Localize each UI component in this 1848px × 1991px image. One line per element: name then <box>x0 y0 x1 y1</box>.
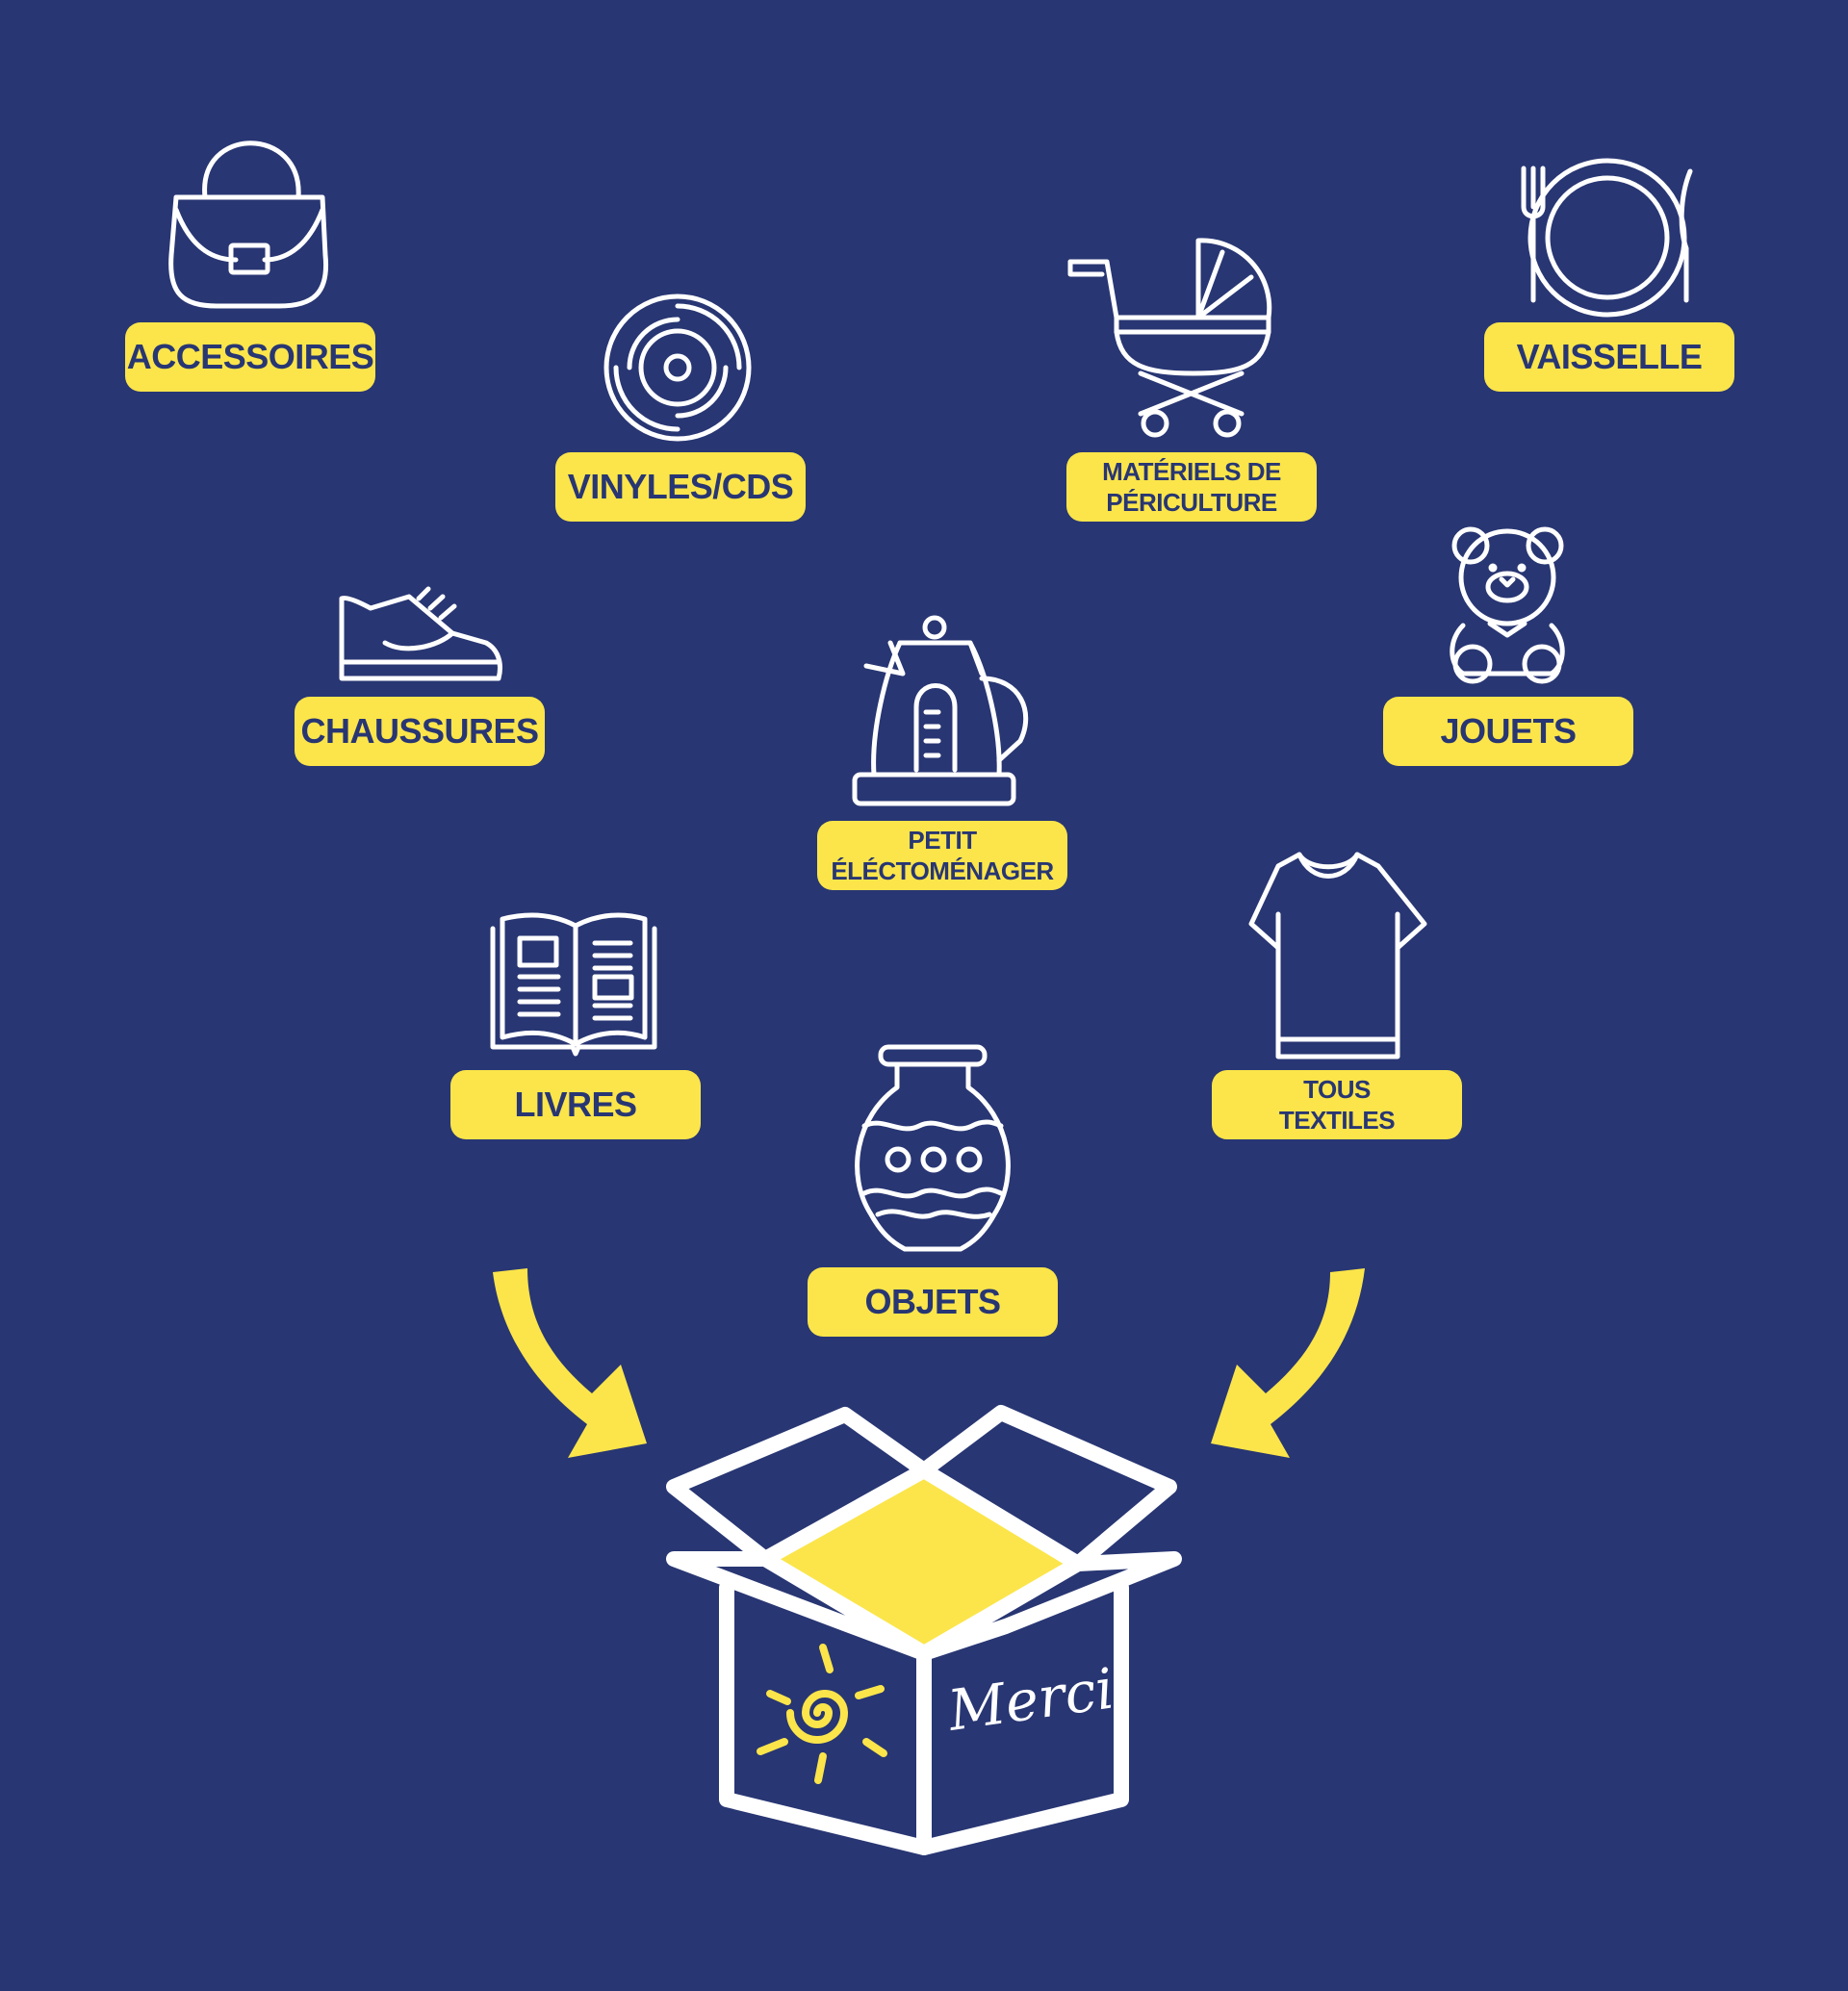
arrow-right-icon <box>1211 1268 1365 1458</box>
arrow-left-icon <box>493 1268 647 1458</box>
vase-icon <box>855 1044 1011 1252</box>
label-objets: OBJETS <box>808 1267 1058 1337</box>
label-electromenager: PETIT ÉLÉCTOMÉNAGER <box>817 821 1067 890</box>
open-box-icon <box>666 1405 1182 1855</box>
label-vinyles: VINYLES/CDS <box>555 452 806 522</box>
label-chaussures: CHAUSSURES <box>295 697 545 766</box>
label-vaisselle: VAISSELLE <box>1484 322 1734 392</box>
label-jouets: JOUETS <box>1383 697 1633 766</box>
plate-cutlery-icon <box>1521 158 1693 318</box>
handbag-icon <box>168 140 329 309</box>
teddy-bear-icon <box>1450 526 1565 684</box>
spiral-sun-icon <box>757 1644 887 1784</box>
label-livres: LIVRES <box>450 1070 701 1139</box>
vinyl-disc-icon <box>603 294 752 442</box>
baby-stroller-icon <box>1067 238 1272 438</box>
tshirt-icon <box>1248 852 1427 1059</box>
label-puericulture: MATÉRIELS DE PÉRICULTURE <box>1066 452 1317 522</box>
label-textiles: TOUS TEXTILES <box>1212 1070 1462 1139</box>
label-accessoires: ACCESSOIRES <box>125 322 375 392</box>
open-book-icon <box>490 912 657 1057</box>
sneaker-icon <box>339 586 502 681</box>
kettle-icon <box>852 615 1029 806</box>
